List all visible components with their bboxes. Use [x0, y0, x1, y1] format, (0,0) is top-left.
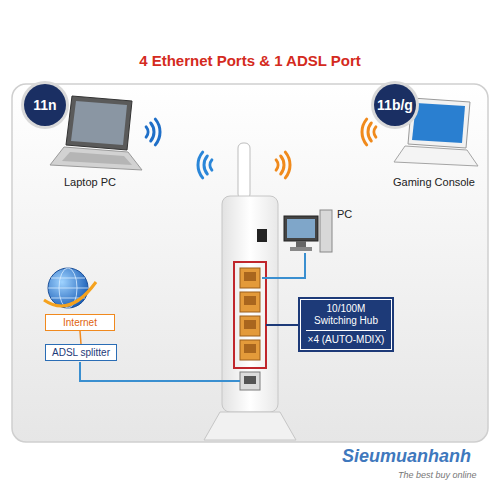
device-label: Laptop PC: [64, 176, 116, 188]
connector: [79, 331, 81, 344]
badge-fill: [374, 84, 416, 126]
adsl-cable: [80, 362, 240, 381]
wifi-wave: [362, 119, 367, 145]
wifi-wave: [151, 123, 154, 141]
watermark: Sieumuanhanh: [342, 446, 471, 467]
badge-ring: [21, 81, 69, 129]
wifi-wave: [210, 160, 212, 170]
node-text: 11b/g: [377, 97, 413, 113]
router-device: [204, 143, 296, 440]
node-text: ADSL splitter: [52, 347, 110, 358]
wifi-wave: [276, 160, 278, 170]
wifi-wave: [374, 127, 376, 137]
node-text: Internet: [52, 317, 108, 328]
internet-box: Internet: [45, 314, 115, 331]
title: 4 Ethernet Ports & 1 ADSL Port: [0, 52, 500, 69]
device-label: PC: [337, 208, 352, 220]
node-text: ×4 (AUTO-MDIX): [306, 330, 386, 346]
frame: [12, 84, 488, 442]
globe-icon: [44, 268, 96, 308]
switching-hub-callout: 10/100M Switching Hub ×4 (AUTO-MDIX): [298, 297, 394, 352]
wifi-wave: [368, 123, 371, 141]
wireless-badge: 11b/g: [370, 80, 420, 130]
wifi-wave: [198, 152, 203, 178]
pc-icon: [284, 210, 332, 252]
wireless-badge: 11n: [20, 80, 70, 130]
wifi-wave: [281, 156, 284, 174]
node-text: 10/100M Switching Hub: [306, 303, 386, 327]
watermark: The best buy online: [398, 470, 477, 480]
wifi-wave: [146, 127, 148, 137]
badge-fill: [24, 84, 66, 126]
wifi-wave: [155, 119, 160, 145]
node-text: 11n: [33, 97, 56, 113]
splitter-box: ADSL splitter: [45, 344, 117, 361]
wifi-wave: [204, 156, 207, 174]
hub-leader: [266, 324, 298, 326]
pc-cable: [262, 253, 305, 278]
badge-ring: [371, 81, 419, 129]
device-label: Gaming Console: [393, 176, 475, 188]
wifi-wave: [285, 152, 290, 178]
